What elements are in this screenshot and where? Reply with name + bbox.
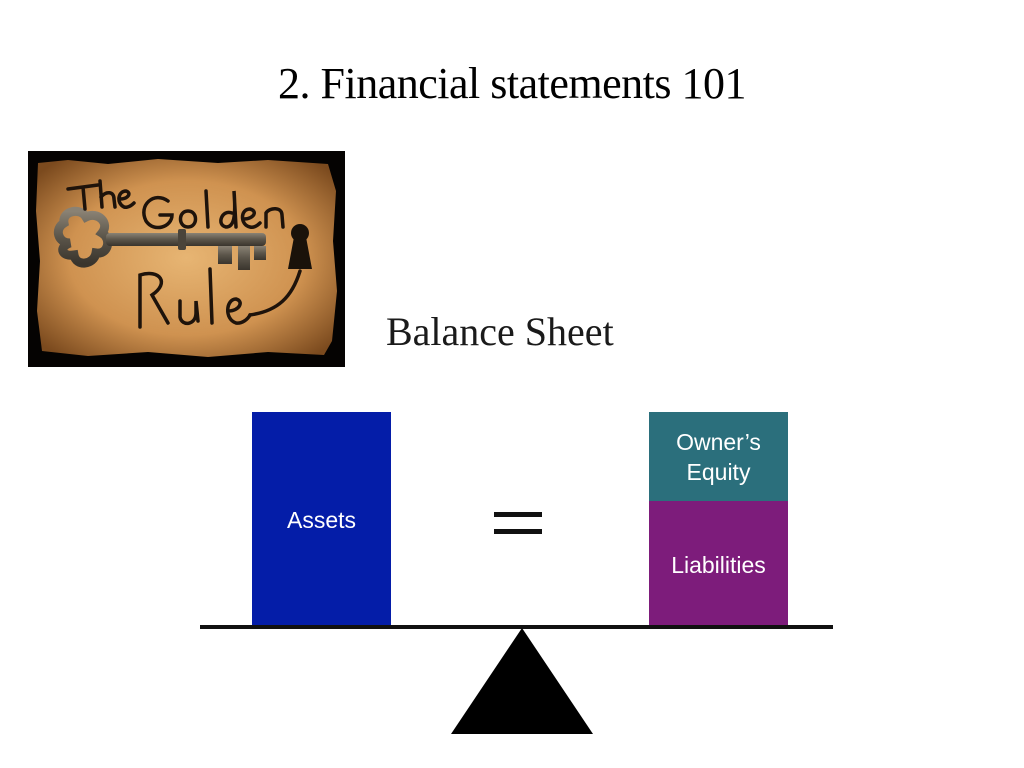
- paper-texture: [36, 159, 337, 357]
- liabilities-label: Liabilities: [671, 551, 766, 578]
- golden-rule-photo: [28, 151, 345, 367]
- balance-sheet-heading: Balance Sheet: [386, 309, 614, 354]
- fulcrum-triangle-icon: [451, 628, 593, 734]
- owners-equity-block: Owner’s Equity: [649, 412, 788, 501]
- balance-beam: [200, 625, 833, 629]
- keyhole-icon: [288, 224, 312, 269]
- golden-rule-image: [28, 151, 345, 367]
- assets-label: Assets: [286, 507, 357, 533]
- handwriting-art: [66, 179, 302, 329]
- liabilities-block: Liabilities: [649, 501, 788, 628]
- slide-title: 2. Financial statements 101: [278, 59, 746, 108]
- equals-icon: [494, 512, 542, 536]
- assets-block: Assets: [252, 412, 391, 628]
- equals-bar-top: [494, 512, 542, 517]
- owners-equity-label: Owner’s Equity: [676, 428, 761, 485]
- equals-bar-bottom: [494, 529, 542, 534]
- key-icon: [53, 206, 266, 270]
